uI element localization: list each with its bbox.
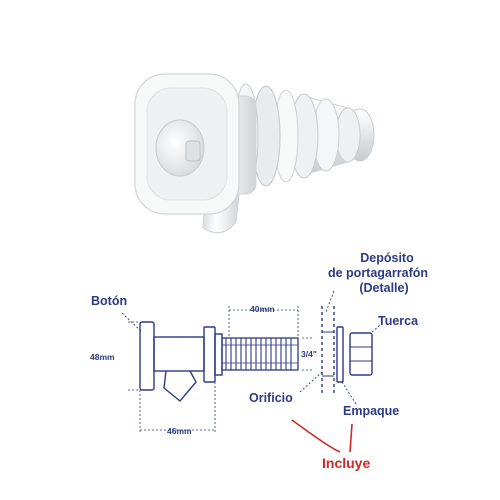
leader-orificio <box>299 371 323 393</box>
label-deposito-line3: (Detalle) <box>359 281 408 295</box>
drawing-collar-neck <box>214 333 223 376</box>
dim-total-length-label: 46mm <box>167 426 192 436</box>
incluye-arrows <box>291 419 353 453</box>
technical-drawing <box>121 290 381 434</box>
drawing-thread <box>221 337 299 371</box>
drawing-body <box>153 336 205 372</box>
dim-height-label: 48mm <box>90 352 115 362</box>
drawing-collar <box>203 326 216 383</box>
leader-tuerca <box>371 324 381 333</box>
drawing-gasket <box>336 326 344 383</box>
label-deposito-line2: de portagarrafón <box>328 266 428 280</box>
drawing-nut <box>349 332 373 376</box>
drawing-spout <box>163 370 197 402</box>
leader-empaque <box>341 381 357 405</box>
leader-boton <box>121 312 143 333</box>
incluye-arrow-right <box>349 423 353 453</box>
dim-thread-length-label: 40mm <box>250 304 275 314</box>
faucet-push-button <box>155 119 205 177</box>
faucet-photo <box>134 73 375 234</box>
drawing-front-plate <box>139 321 155 391</box>
label-empaque: Empaque <box>343 404 399 418</box>
leader-deposito <box>325 290 335 313</box>
dim-thread-size-label: 3/4" <box>301 349 317 359</box>
label-deposito-line1: Depósito <box>360 251 414 265</box>
tank-wall <box>321 306 335 396</box>
incluye-arrow-left <box>291 419 341 453</box>
label-orificio: Orificio <box>249 391 293 405</box>
label-incluye: Incluye <box>322 455 370 471</box>
label-tuerca: Tuerca <box>378 314 419 328</box>
label-boton: Botón <box>91 294 127 308</box>
